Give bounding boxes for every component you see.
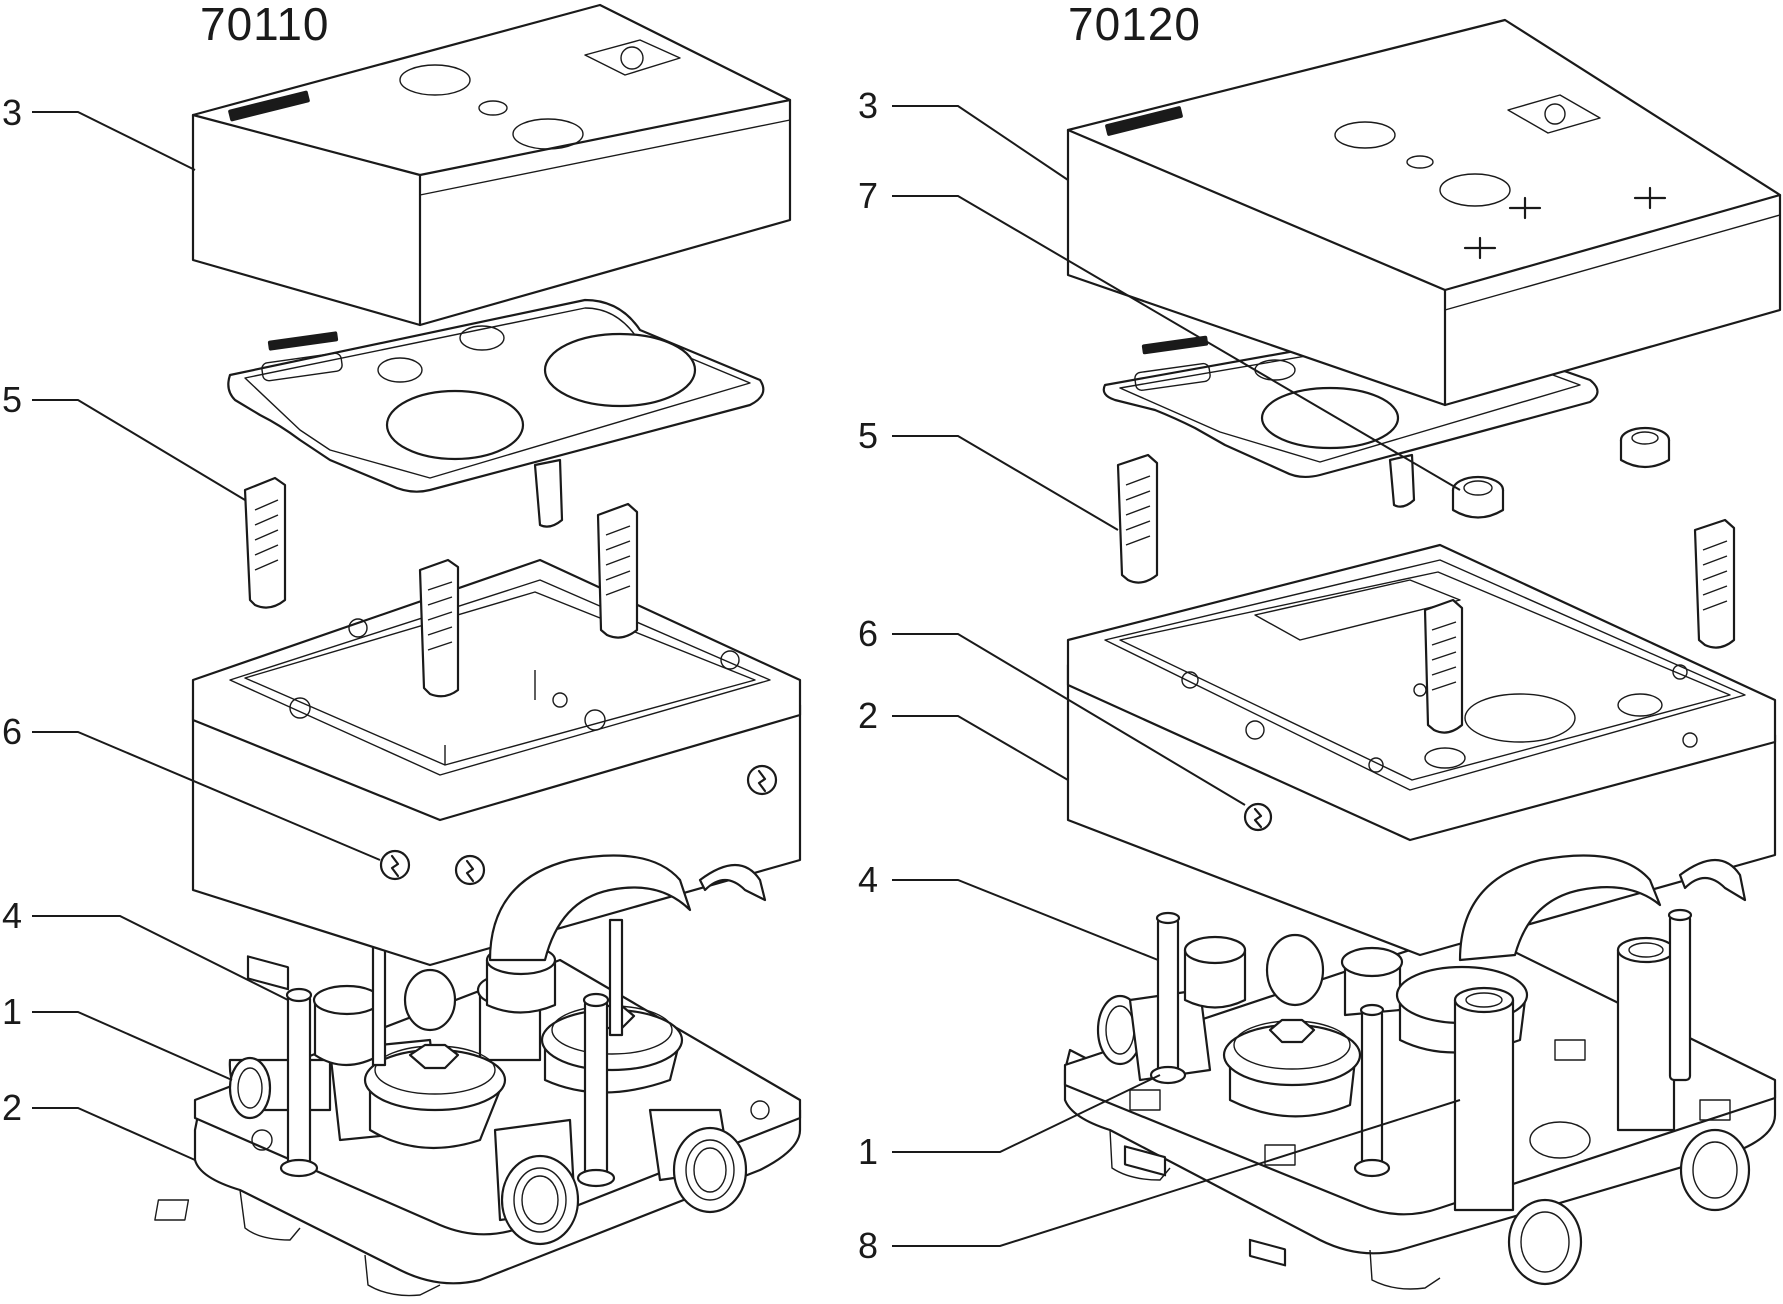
right-wall-plugs <box>1116 426 1736 734</box>
callout-right-5: 5 <box>858 415 878 456</box>
thermometer-icon <box>1544 103 1566 125</box>
model-title-left: 70110 <box>200 0 330 50</box>
callout-left-2: 2 <box>2 1087 22 1128</box>
left-wall-plugs <box>243 458 639 698</box>
right-support-posts <box>1149 908 1693 1178</box>
callout-right-6: 6 <box>858 613 878 654</box>
crosshair-mark-icon <box>1508 196 1542 220</box>
right-middle-frame <box>1066 543 1777 1267</box>
right-assembly <box>1063 18 1782 1290</box>
callout-left-3: 3 <box>2 92 22 133</box>
callout-right-2: 2 <box>858 695 878 736</box>
right-base-housing <box>1063 928 1777 1290</box>
callout-left-1: 1 <box>2 991 22 1032</box>
callout-right-7: 7 <box>858 175 878 216</box>
callout-right-4: 4 <box>858 859 878 900</box>
left-support-posts <box>279 918 624 1188</box>
right-callouts: 3 7 5 6 2 4 1 8 <box>858 85 1461 1266</box>
model-title-right: 70120 <box>1068 0 1201 50</box>
thermometer-icon <box>620 46 644 70</box>
left-assembly <box>154 3 802 1297</box>
crosshair-mark-icon <box>1463 236 1497 260</box>
callout-left-4: 4 <box>2 895 22 936</box>
callout-right-3: 3 <box>858 85 878 126</box>
left-middle-frame <box>191 558 802 991</box>
left-callouts: 3 5 6 4 1 2 <box>2 92 381 1161</box>
left-cover <box>191 3 792 327</box>
crosshair-mark-icon <box>1633 186 1667 210</box>
left-seal-plate <box>227 298 765 493</box>
callout-right-8: 8 <box>858 1225 878 1266</box>
callout-right-1: 1 <box>858 1131 878 1172</box>
callout-left-5: 5 <box>2 379 22 420</box>
right-cover <box>1066 18 1782 407</box>
callout-left-6: 6 <box>2 711 22 752</box>
right-valve-bodies <box>1096 933 1751 1286</box>
